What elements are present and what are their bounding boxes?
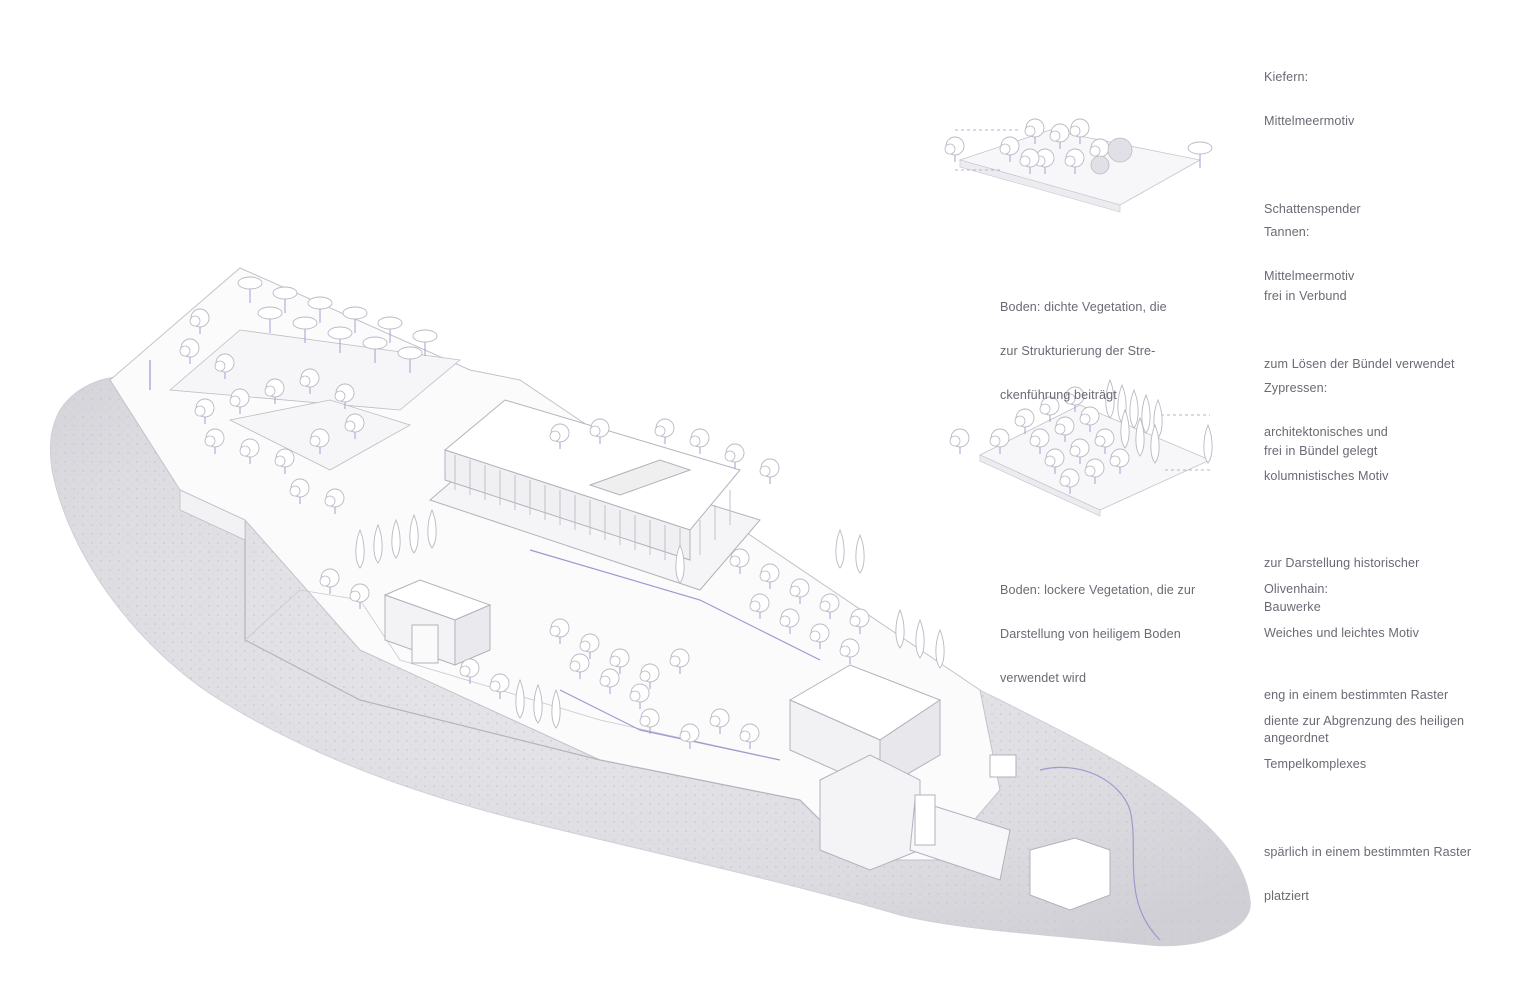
legend-zypressen-line: kolumnistisches Motiv <box>1264 468 1389 483</box>
cypress-olive-grid-vignette-icon <box>949 379 1213 517</box>
propylaea <box>788 664 1111 911</box>
legend-kiefern-line: Mittelmeermotiv <box>1264 113 1355 128</box>
legend-olivenhain-title: Olivenhain: <box>1264 582 1329 597</box>
legend-tannen-line: frei in Bündel gelegt <box>1264 444 1378 459</box>
ground-loose-line: Boden: lockere Vegetation, die zur <box>1000 583 1196 598</box>
legend-zypressen-title: Zypressen: <box>1264 381 1328 396</box>
legend-zypressen-line: architektonisches und <box>1264 424 1388 439</box>
pine-forest-vignette-icon <box>944 118 1213 213</box>
legend-kiefern: Kiefern: Mittelmeermotiv Schattenspender… <box>1264 41 1361 318</box>
legend-zypressen: Zypressen: architektonisches und kolumni… <box>1264 352 1448 761</box>
ground-label-loose: Boden: lockere Vegetation, die zur Darst… <box>1000 554 1195 700</box>
legend-olivenhain-line: spärlich in einem bestimmten Raster <box>1264 844 1472 859</box>
small-temple <box>383 579 492 666</box>
legend-olivenhain-line: Tempelkomplexes <box>1264 757 1367 772</box>
ground-dense-line: zur Strukturierung der Stre- <box>1000 343 1156 358</box>
legend-olivenhain-line: Weiches und leichtes Motiv <box>1264 625 1419 640</box>
ground-loose-line: verwendet wird <box>1000 670 1087 685</box>
legend-tannen-line: Mittelmeermotiv <box>1264 268 1355 283</box>
ground-label-dense: Boden: dichte Vegetation, die zur Strukt… <box>1000 271 1167 417</box>
legend-zypressen-line: angeordnet <box>1264 731 1329 746</box>
legend-zypressen-line: zur Darstellung historischer <box>1264 556 1420 571</box>
legend-tannen-line: zum Lösen der Bündel verwendet <box>1264 356 1455 371</box>
legend-zypressen-line: Bauwerke <box>1264 600 1321 615</box>
legend-kiefern-line: frei in Verbund <box>1264 289 1347 304</box>
ground-dense-line: ckenführung beiträgt <box>1000 387 1117 402</box>
legend-olivenhain-line: diente zur Abgrenzung des heiligen <box>1264 713 1465 728</box>
ground-loose-line: Darstellung von heiligem Boden <box>1000 626 1181 641</box>
legend-tannen-title: Tannen: <box>1264 225 1310 240</box>
legend-olivenhain: Olivenhain: Weiches und leichtes Motiv d… <box>1264 553 1471 918</box>
legend-olivenhain-line: platziert <box>1264 888 1309 903</box>
legend-zypressen-line: eng in einem bestimmten Raster <box>1264 687 1449 702</box>
legend-tannen: Tannen: Mittelmeermotiv zum Lösen der Bü… <box>1264 196 1455 473</box>
legend-kiefern-line: Schattenspender <box>1264 201 1361 216</box>
legend-kiefern-title: Kiefern: <box>1264 70 1309 85</box>
ground-dense-line: Boden: dichte Vegetation, die <box>1000 300 1167 315</box>
